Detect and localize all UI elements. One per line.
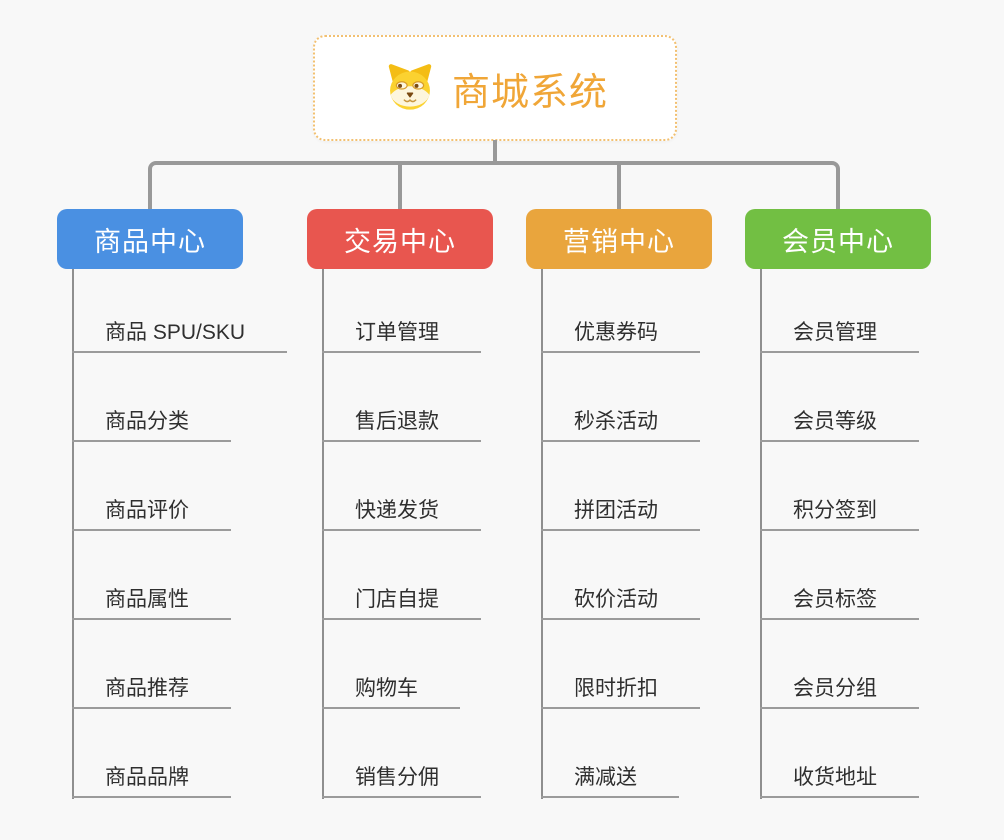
branch-item[interactable]: 商品属性 — [72, 531, 307, 620]
connector-drop-trade — [398, 163, 402, 209]
branch-item[interactable]: 砍价活动 — [541, 531, 776, 620]
root-node[interactable]: 商城系统 — [313, 35, 677, 141]
branch-item-label: 会员管理 — [760, 320, 919, 353]
branch-item[interactable]: 优惠券码 — [541, 269, 776, 353]
branch-header[interactable]: 营销中心 — [526, 209, 712, 269]
branch-item-label: 商品推荐 — [72, 676, 231, 709]
branch-item-label: 限时折扣 — [541, 676, 700, 709]
branch-item[interactable]: 订单管理 — [322, 269, 557, 353]
branch-item[interactable]: 秒杀活动 — [541, 353, 776, 442]
branch-connector-line — [760, 269, 762, 799]
branch-item-label: 秒杀活动 — [541, 409, 700, 442]
branch-item[interactable]: 收货地址 — [760, 709, 995, 798]
branch-item-label: 售后退款 — [322, 409, 481, 442]
branch-item-label: 会员分组 — [760, 676, 919, 709]
connector-root-stub — [493, 140, 497, 165]
branch-item-label: 砍价活动 — [541, 587, 700, 620]
branch-item[interactable]: 拼团活动 — [541, 442, 776, 531]
branch-item-label: 门店自提 — [322, 587, 481, 620]
branch-item[interactable]: 购物车 — [322, 620, 557, 709]
branch-item-label: 满减送 — [541, 765, 679, 798]
branch-connector-line — [322, 269, 324, 799]
branch-item-label: 商品分类 — [72, 409, 231, 442]
dog-icon — [388, 64, 432, 110]
branch-item-label: 会员等级 — [760, 409, 919, 442]
branch-item-label: 快递发货 — [322, 498, 481, 531]
connector-rail — [148, 161, 840, 209]
branch-label: 商品中心 — [94, 226, 206, 257]
branch-item[interactable]: 会员分组 — [760, 620, 995, 709]
branch-item[interactable]: 售后退款 — [322, 353, 557, 442]
branch-item[interactable]: 会员标签 — [760, 531, 995, 620]
branch-header[interactable]: 商品中心 — [57, 209, 243, 269]
branch-item-label: 商品品牌 — [72, 765, 231, 798]
branch-item-label: 积分签到 — [760, 498, 919, 531]
branch-item-list: 会员管理会员等级积分签到会员标签会员分组收货地址 — [760, 269, 995, 798]
branch-item-label: 优惠券码 — [541, 320, 700, 353]
branch-item[interactable]: 限时折扣 — [541, 620, 776, 709]
branch-item-label: 销售分佣 — [322, 765, 481, 798]
branch-item[interactable]: 积分签到 — [760, 442, 995, 531]
branch-item-label: 商品 SPU/SKU — [72, 320, 288, 353]
branch-item-label: 商品属性 — [72, 587, 231, 620]
branch-item-label: 会员标签 — [760, 587, 919, 620]
branch-item[interactable]: 门店自提 — [322, 531, 557, 620]
branch-item-list: 优惠券码秒杀活动拼团活动砍价活动限时折扣满减送 — [541, 269, 776, 798]
branch-label: 会员中心 — [782, 226, 894, 257]
branch-label: 营销中心 — [563, 226, 675, 257]
branch-item-list: 商品 SPU/SKU 商品分类商品评价商品属性商品推荐商品品牌 — [72, 269, 307, 798]
branch-header[interactable]: 交易中心 — [307, 209, 493, 269]
branch-connector-line — [72, 269, 74, 799]
branch-item[interactable]: 满减送 — [541, 709, 776, 798]
branch-item[interactable]: 会员管理 — [760, 269, 995, 353]
branch-item[interactable]: 会员等级 — [760, 353, 995, 442]
branch-connector-line — [541, 269, 543, 799]
branch-label: 交易中心 — [344, 226, 456, 257]
branch-item-label: 收货地址 — [760, 765, 919, 798]
branch-header[interactable]: 会员中心 — [745, 209, 931, 269]
branch-item-label: 拼团活动 — [541, 498, 700, 531]
branch-item-label: 订单管理 — [322, 320, 481, 353]
root-title: 商城系统 — [451, 71, 608, 114]
connector-drop-marketing — [617, 163, 621, 209]
branch-item[interactable]: 商品品牌 — [72, 709, 307, 798]
branch-item[interactable]: 商品评价 — [72, 442, 307, 531]
branch-item[interactable]: 商品 SPU/SKU — [72, 269, 307, 353]
branch-item-label: 购物车 — [322, 676, 460, 709]
branch-item[interactable]: 商品分类 — [72, 353, 307, 442]
branch-item[interactable]: 销售分佣 — [322, 709, 557, 798]
branch-item[interactable]: 快递发货 — [322, 442, 557, 531]
branch-item-label: 商品评价 — [72, 498, 231, 531]
branch-item[interactable]: 商品推荐 — [72, 620, 307, 709]
branch-item-list: 订单管理售后退款快递发货门店自提购物车销售分佣 — [322, 269, 557, 798]
